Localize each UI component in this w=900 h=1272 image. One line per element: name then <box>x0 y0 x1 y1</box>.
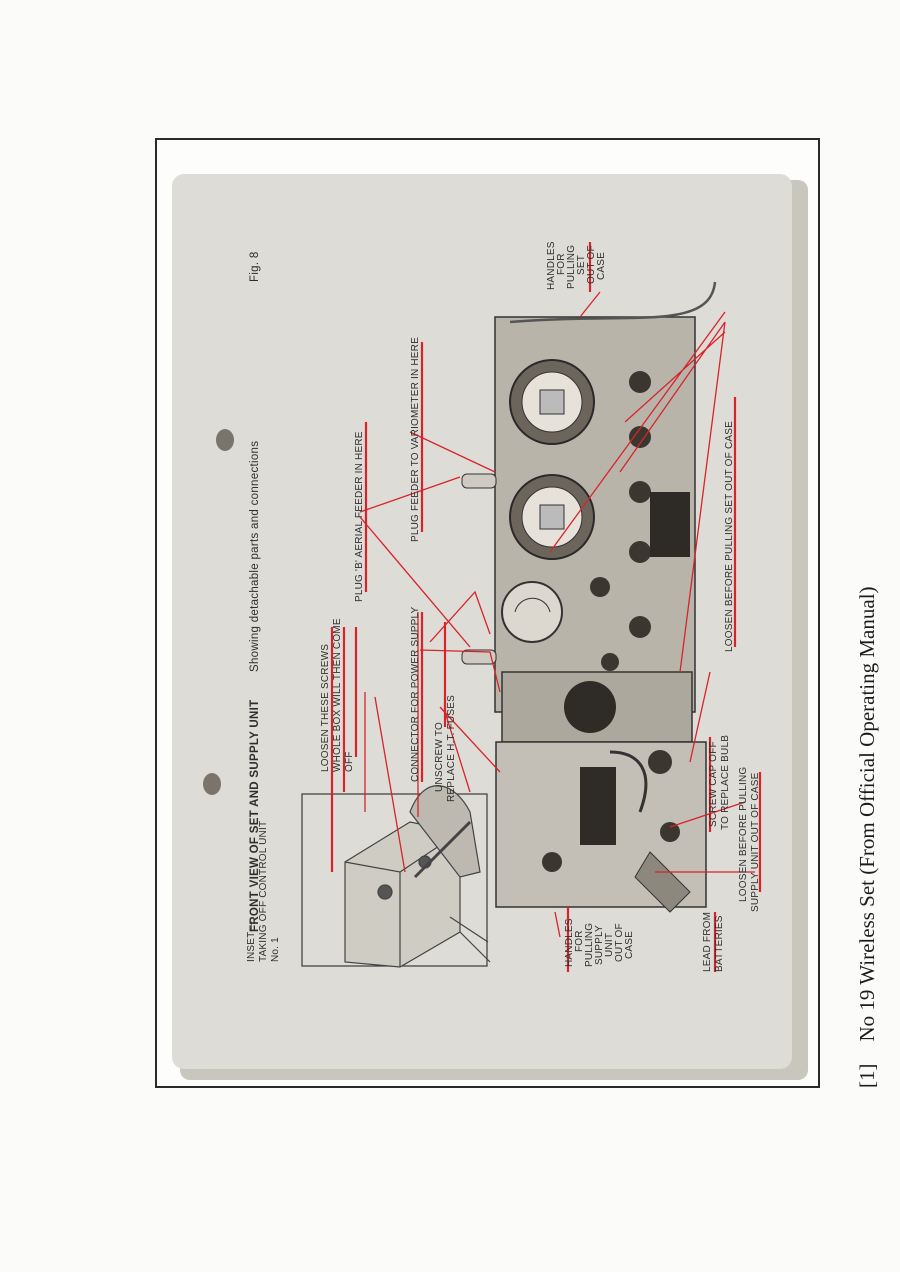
svg-text:LOOSEN BEFORE PULLING: LOOSEN BEFORE PULLING <box>738 767 749 902</box>
punch-hole <box>203 773 221 795</box>
caption-number: [1] <box>855 1063 879 1089</box>
svg-text:SUPPLY UNIT OUT OF CASE: SUPPLY UNIT OUT OF CASE <box>750 772 761 912</box>
punch-hole <box>216 429 234 451</box>
svg-text:FOR: FOR <box>556 253 567 275</box>
svg-text:OFF: OFF <box>344 751 355 772</box>
inset-line-1: INSET— <box>246 921 257 962</box>
label-loosen-screws: LOOSEN THESE SCREWS WHOLE BOX WILL THEN … <box>320 618 355 772</box>
svg-text:BATTERIES: BATTERIES <box>714 915 725 972</box>
svg-text:CASE: CASE <box>624 931 635 959</box>
inset-line-3: No. 1 <box>270 937 281 962</box>
svg-text:WHOLE BOX WILL THEN COME: WHOLE BOX WILL THEN COME <box>332 618 343 772</box>
figure-number: Fig. 8 <box>249 251 261 282</box>
label-screw-cap: SCREW CAP OFF TO REPLACE BULB <box>708 735 731 830</box>
svg-text:HANDLES: HANDLES <box>546 241 557 290</box>
svg-text:TO REPLACE BULB: TO REPLACE BULB <box>720 735 731 830</box>
label-lead-batteries: LEAD FROM BATTERIES <box>702 912 725 972</box>
svg-text:SCREW CAP OFF: SCREW CAP OFF <box>708 741 719 827</box>
manual-page-photo: FRONT VIEW OF SET AND SUPPLY UNIT Showin… <box>172 174 808 1080</box>
inset-line-2: TAKING OFF CONTROL UNIT <box>258 821 269 962</box>
svg-text:SET: SET <box>576 255 587 275</box>
label-loosen-set: LOOSEN BEFORE PULLING SET OUT OF CASE <box>724 421 735 652</box>
svg-text:HANDLES: HANDLES <box>564 918 575 967</box>
svg-text:LOOSEN THESE SCREWS: LOOSEN THESE SCREWS <box>320 644 331 772</box>
svg-text:UNSCREW TO: UNSCREW TO <box>434 722 445 792</box>
callout-bars <box>330 242 762 972</box>
label-loosen-supply: LOOSEN BEFORE PULLING SUPPLY UNIT OUT OF… <box>738 767 761 912</box>
svg-text:LEAD FROM: LEAD FROM <box>702 912 713 972</box>
label-handles-set: HANDLES FOR PULLING SET OUT OF CASE <box>546 241 607 290</box>
svg-text:PULLING: PULLING <box>566 245 577 289</box>
caption-text: No 19 Wireless Set (From Official Operat… <box>855 586 879 1042</box>
label-plug-b: PLUG 'B' AERIAL FEEDER IN HERE <box>354 431 365 602</box>
figure-title: FRONT VIEW OF SET AND SUPPLY UNIT <box>249 700 261 932</box>
svg-text:CASE: CASE <box>596 252 607 280</box>
svg-text:OUT OF: OUT OF <box>614 923 625 962</box>
label-connector-power: CONNECTOR FOR POWER SUPPLY <box>410 606 421 782</box>
svg-text:REPLACE H.T. FUSES: REPLACE H.T. FUSES <box>446 695 457 802</box>
supply-unit-front <box>495 671 707 913</box>
svg-text:PULLING: PULLING <box>584 923 595 967</box>
wireless-set-front <box>461 316 696 713</box>
svg-text:SUPPLY: SUPPLY <box>594 925 605 965</box>
label-handles-supply: HANDLES FOR PULLING SUPPLY UNIT OUT OF C… <box>564 918 635 967</box>
svg-text:OUT OF: OUT OF <box>586 245 597 284</box>
photo-caption: [1] No 19 Wireless Set (From Official Ope… <box>855 586 880 1088</box>
svg-text:FOR: FOR <box>574 930 585 952</box>
label-plug-feeder: PLUG FEEDER TO VARIOMETER IN HERE <box>410 337 421 542</box>
label-unscrew-fuses: UNSCREW TO REPLACE H.T. FUSES <box>434 695 457 802</box>
figure-subtitle: Showing detachable parts and connections <box>249 441 261 672</box>
svg-text:UNIT: UNIT <box>604 933 615 957</box>
